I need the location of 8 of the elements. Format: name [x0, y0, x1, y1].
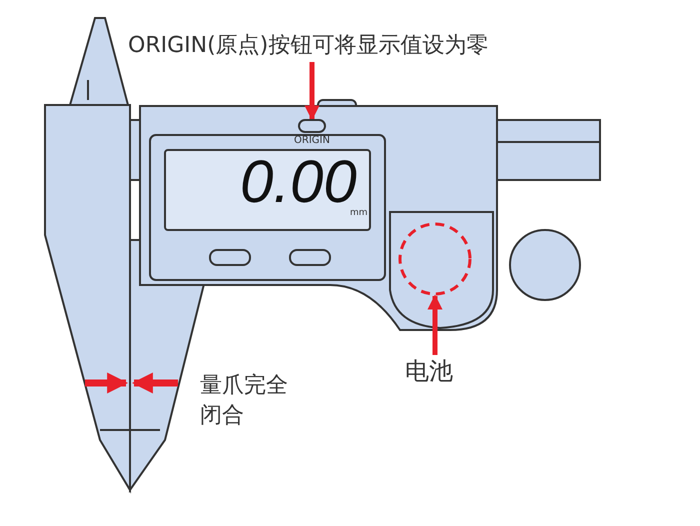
battery-dashed-circle — [398, 222, 472, 296]
button-label: ORIGIN — [293, 135, 331, 146]
callout-text: 电池 — [405, 355, 465, 387]
callout-text: ORIGIN(原点)按钮可将显示值设为零 — [128, 30, 588, 60]
arrow — [304, 62, 320, 120]
unit-label: mm — [350, 208, 368, 218]
annotation-text: 量爪完全闭合 — [200, 372, 289, 430]
arrow — [428, 294, 442, 355]
